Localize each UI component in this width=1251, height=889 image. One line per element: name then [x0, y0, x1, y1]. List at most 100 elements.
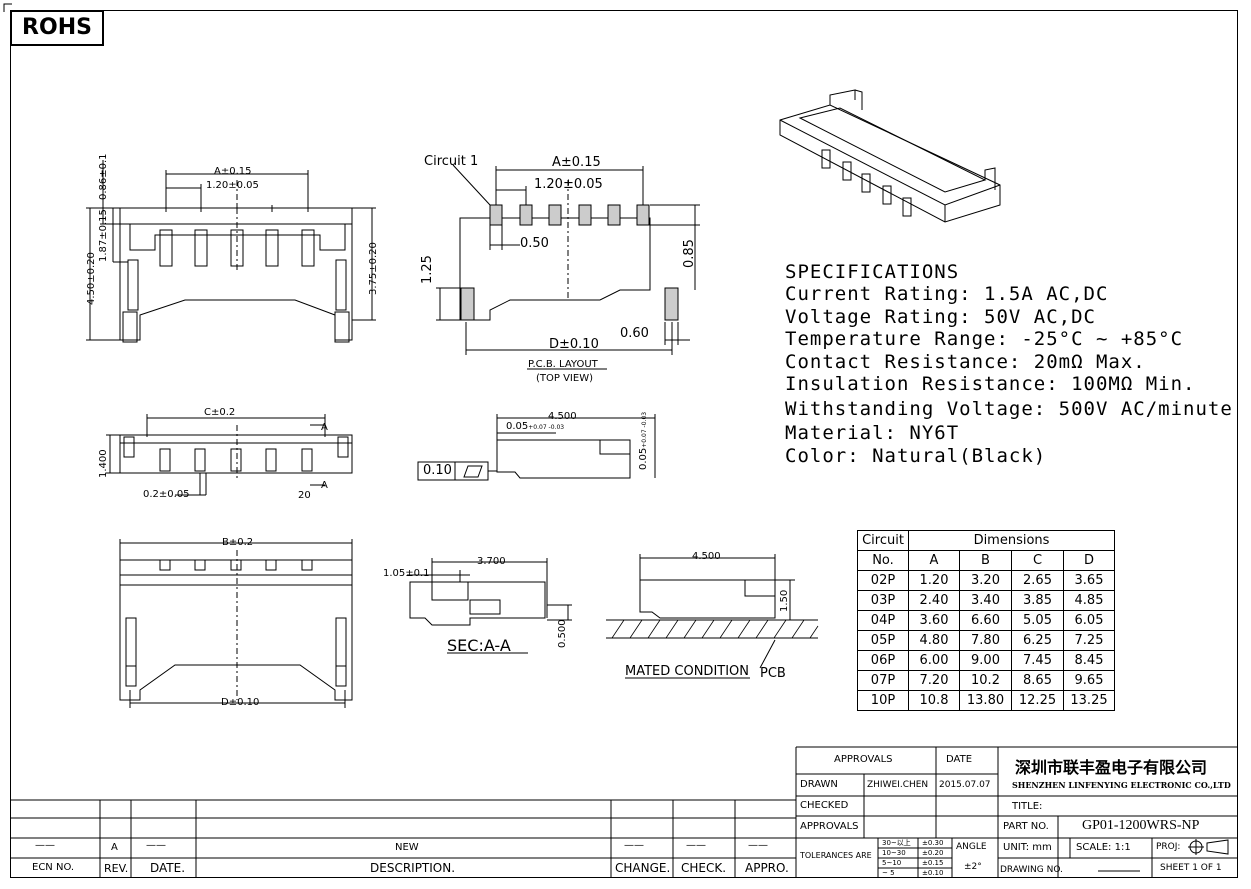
bottom-dim-c: C±0.2 [204, 407, 236, 418]
front-dim-a: A±0.15 [214, 166, 252, 177]
pcb-dim-125: 1.25 [420, 255, 435, 284]
rev-rev: REV. [104, 862, 129, 875]
tb-company-en: SHENZHEN LINFENYING ELECTRONIC CO.,LTD [1012, 780, 1231, 790]
front-dim-h1: 0.86±0.1 [98, 153, 109, 200]
rev-date-dash: —— [146, 840, 166, 851]
tb-checked: CHECKED [800, 800, 849, 811]
mated-view [606, 554, 819, 679]
rev-date: DATE. [150, 861, 186, 875]
title-block-lines [10, 746, 1238, 878]
flatness-tolerance: 0.10 [423, 463, 452, 478]
tb-approvals: APPROVALS [834, 754, 893, 765]
spec-line: Contact Resistance: 20mΩ Max. [785, 351, 1146, 373]
table-header-circuit: Circuit [857, 530, 909, 551]
rev-appro: APPRO. [745, 861, 789, 875]
table-col-c: C [1011, 550, 1064, 571]
drawing-frame [10, 10, 1238, 878]
pcb-dim-a: A±0.15 [552, 155, 601, 170]
side-dim-005b: 0.05+0.07 -0.03 [638, 411, 649, 470]
section-title: SEC:A-A [447, 636, 511, 655]
crop-mark [3, 3, 12, 12]
side-dim-005a: 0.05+0.07 -0.03 [506, 421, 565, 432]
front-dim-h4: 3.75±0.20 [368, 242, 379, 295]
back-dim-b: B±0.2 [222, 537, 254, 548]
tb-part-no: GP01-1200WRS-NP [1082, 818, 1200, 833]
section-dim-0500: 0.500 [557, 619, 568, 648]
pcb-pads [460, 204, 679, 321]
spec-line: Voltage Rating: 50V AC,DC [785, 306, 1096, 328]
pcb-dim-pitch: 1.20±0.05 [534, 177, 603, 192]
tb-drawing-no: DRAWING NO. [1000, 865, 1063, 875]
side-view [417, 414, 656, 481]
tb-sheet: SHEET 1 OF 1 [1160, 863, 1222, 873]
tb-company-cn: 深圳市联丰盈电子有限公司 [1015, 758, 1208, 777]
rev-check-dash: —— [686, 840, 706, 851]
tb-scale: SCALE: 1:1 [1076, 842, 1131, 853]
bottom-dim-pin: 0.2±0.05 [143, 489, 190, 500]
tb-tol-range: 30~以上 10~30 5~10 ~ 5 [882, 839, 911, 877]
front-dim-h3: 4.50±0.20 [86, 252, 97, 305]
tb-approvals-2: APPROVALS [800, 821, 859, 832]
rev-appro-dash: —— [748, 840, 768, 851]
tb-angle: ANGLE [956, 842, 987, 852]
tb-unit: UNIT: mm [1003, 842, 1052, 853]
rev-change-dash: —— [624, 840, 644, 851]
pcb-layout-subtitle: (TOP VIEW) [536, 373, 593, 384]
pcb-dim-085: 0.85 [682, 239, 697, 268]
bottom-section-a-bottom: A [321, 480, 328, 491]
rev-dash: —— [35, 840, 55, 851]
tb-drawn: DRAWN [800, 779, 838, 790]
mated-dim-150: 1.50 [779, 589, 790, 612]
side-dim-4500: 4.500 [548, 411, 577, 422]
pcb-dim-050: 0.50 [520, 236, 549, 251]
back-dim-d: D±0.10 [221, 697, 260, 708]
isometric-connector [779, 89, 1001, 223]
bottom-view [106, 414, 353, 496]
rev-value: A [111, 842, 118, 853]
specs-title: SPECIFICATIONS [785, 261, 960, 283]
tb-title-label: TITLE: [1012, 801, 1043, 812]
mated-pcb-label: PCB [760, 666, 786, 681]
spec-line: Color: Natural(Black) [785, 445, 1047, 467]
mated-dim-4500: 4.500 [692, 551, 721, 562]
pcb-dim-d: D±0.10 [549, 337, 599, 352]
tb-proj: PROJ: [1156, 842, 1181, 852]
front-view [86, 160, 376, 343]
section-view [407, 558, 572, 654]
tb-tol-value: ±0.30 ±0.20 ±0.15 ±0.10 [922, 839, 944, 877]
front-dim-h2: 1.87±0.15 [98, 209, 109, 262]
rev-check: CHECK. [681, 861, 727, 875]
spec-line: Insulation Resistance: 100MΩ Min. [785, 373, 1196, 395]
spec-line: Current Rating: 1.5A AC,DC [785, 283, 1109, 305]
mated-title: MATED CONDITION [625, 664, 750, 679]
tb-angle-val: ±2° [964, 862, 982, 872]
table-header-no: No. [857, 550, 909, 571]
spec-line: Temperature Range: -25°C ~ +85°C [785, 328, 1184, 350]
pcb-dim-060: 0.60 [620, 326, 649, 341]
tb-drawn-date: 2015.07.07 [939, 780, 991, 790]
rev-description: NEW [395, 842, 419, 853]
section-dim-3700: 3.700 [477, 556, 506, 567]
rev-change: CHANGE. [615, 861, 671, 875]
rohs-badge: ROHS [10, 10, 104, 46]
table-col-d: D [1063, 550, 1115, 571]
pcb-circuit-label: Circuit 1 [424, 154, 479, 169]
section-dim-105: 1.05±0.1 [383, 568, 430, 579]
bottom-dim-20: 20 [298, 490, 311, 501]
table-col-a: A [908, 550, 960, 571]
spec-line: Material: NY6T [785, 422, 960, 444]
tb-drawn-by: ZHIWEI.CHEN [867, 780, 929, 790]
table-header-dimensions: Dimensions [908, 530, 1115, 551]
tb-tolerances: TOLERANCES ARE [800, 851, 872, 860]
tb-part-no-label: PART NO. [1003, 821, 1049, 832]
bottom-section-a-top: A [321, 422, 328, 433]
front-dim-pitch: 1.20±0.05 [206, 180, 259, 191]
table-col-b: B [959, 550, 1012, 571]
